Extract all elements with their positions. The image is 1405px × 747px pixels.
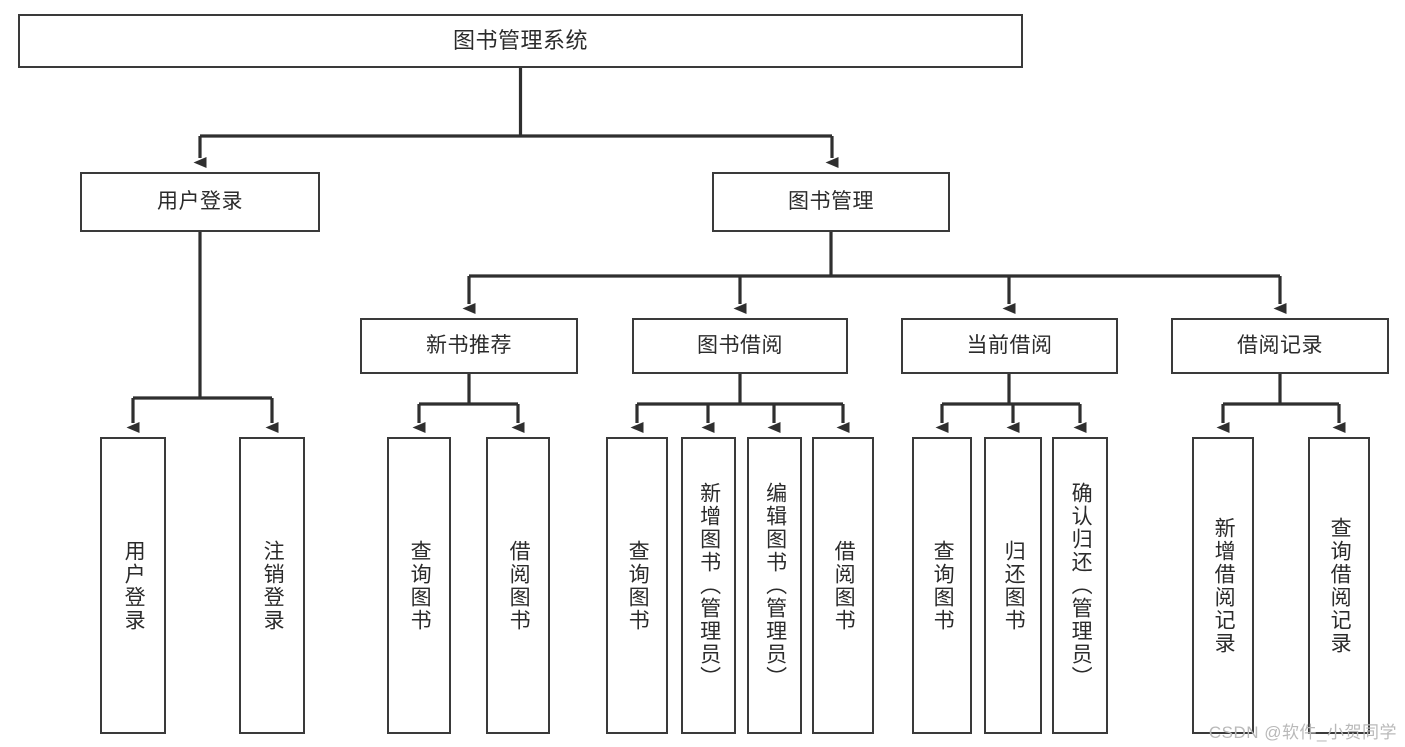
- node-label: 图书管理系统: [452, 27, 588, 53]
- node-borrow-record[interactable]: 借阅记录: [1171, 318, 1389, 374]
- node-leaf-borrow-book-recommend[interactable]: 借阅图书: [486, 437, 550, 734]
- node-label: 归还图书: [1002, 539, 1026, 632]
- node-label: 借阅记录: [1237, 334, 1323, 358]
- node-leaf-return-book[interactable]: 归还图书: [984, 437, 1042, 734]
- node-label: 借阅图书: [832, 539, 856, 632]
- node-leaf-user-login[interactable]: 用户登录: [100, 437, 166, 734]
- node-root-book-management-system[interactable]: 图书管理系统: [18, 14, 1023, 68]
- node-label: 用户登录: [122, 539, 146, 632]
- node-leaf-confirm-return-admin[interactable]: 确认归还（管理员）: [1052, 437, 1108, 734]
- node-new-book-recommend[interactable]: 新书推荐: [360, 318, 578, 374]
- node-leaf-add-book-admin[interactable]: 新增图书（管理员）: [681, 437, 736, 734]
- node-leaf-query-book-borrow[interactable]: 查询图书: [606, 437, 668, 734]
- node-label: 借阅图书: [507, 539, 531, 632]
- node-leaf-query-book-recommend[interactable]: 查询图书: [387, 437, 451, 734]
- node-label: 查询图书: [408, 539, 432, 632]
- node-label: 编辑图书（管理员）: [763, 482, 787, 689]
- node-book-borrow[interactable]: 图书借阅: [632, 318, 848, 374]
- node-leaf-add-borrow-record[interactable]: 新增借阅记录: [1192, 437, 1254, 734]
- node-user-login[interactable]: 用户登录: [80, 172, 320, 232]
- node-label: 查询借阅记录: [1328, 516, 1352, 655]
- node-label: 确认归还（管理员）: [1069, 482, 1093, 689]
- node-label: 用户登录: [157, 190, 243, 214]
- node-label: 当前借阅: [966, 334, 1053, 358]
- node-label: 新增借阅记录: [1212, 516, 1236, 655]
- node-leaf-logout[interactable]: 注销登录: [239, 437, 305, 734]
- node-leaf-edit-book-admin[interactable]: 编辑图书（管理员）: [747, 437, 802, 734]
- node-label: 新增图书（管理员）: [697, 482, 721, 689]
- node-label: 新书推荐: [426, 334, 512, 358]
- node-label: 注销登录: [261, 539, 285, 632]
- node-leaf-query-book-current[interactable]: 查询图书: [912, 437, 972, 734]
- node-current-borrow[interactable]: 当前借阅: [901, 318, 1118, 374]
- node-leaf-query-borrow-record[interactable]: 查询借阅记录: [1308, 437, 1370, 734]
- csdn-watermark: CSDN @软件_小贺同学: [1208, 723, 1397, 742]
- node-label: 查询图书: [626, 539, 650, 632]
- node-label: 图书借阅: [697, 334, 783, 358]
- node-label: 查询图书: [931, 539, 955, 632]
- node-leaf-borrow-book[interactable]: 借阅图书: [812, 437, 874, 734]
- node-label: 图书管理: [788, 190, 874, 214]
- node-book-management[interactable]: 图书管理: [712, 172, 950, 232]
